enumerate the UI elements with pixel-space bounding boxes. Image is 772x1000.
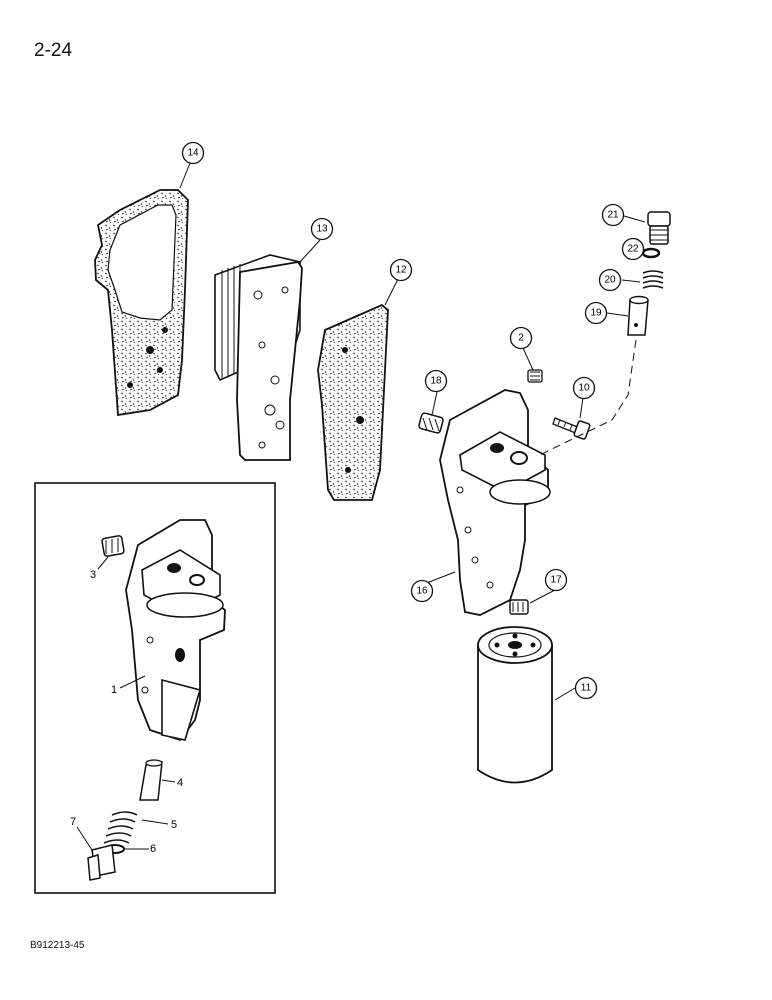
callout-16: 16 <box>410 579 434 603</box>
callout-16-label: 16 <box>416 586 428 597</box>
callout-19: 19 <box>584 301 608 325</box>
callout-2: 2 <box>509 326 533 350</box>
fitting-17 <box>509 599 529 615</box>
inset-label-6: 6 <box>150 843 156 855</box>
figure-code: B912213-45 <box>30 940 85 951</box>
page-number: 2-24 <box>34 40 73 61</box>
oil-cooler-13 <box>214 254 303 461</box>
inset-label-4: 4 <box>177 777 183 789</box>
gasket-12 <box>317 303 389 501</box>
callout-22-label: 22 <box>627 244 639 255</box>
valve-sleeve-4 <box>139 759 163 801</box>
callout-19-label: 19 <box>590 308 602 319</box>
plug-7 <box>87 844 116 881</box>
callout-20-label: 20 <box>604 275 616 286</box>
inset-label-7: 7 <box>70 816 76 828</box>
callout-12-label: 12 <box>395 265 407 276</box>
callout-17-label: 17 <box>550 575 562 586</box>
callout-21-label: 21 <box>607 210 619 221</box>
plunger-19 <box>627 295 649 336</box>
washer-22 <box>641 247 661 259</box>
callout-22: 22 <box>621 237 645 261</box>
callout-2-label: 2 <box>518 333 524 344</box>
bolt-10 <box>552 417 591 440</box>
plug-3 <box>101 535 125 557</box>
assembly-line <box>539 339 637 456</box>
callout-11: 11 <box>574 676 598 700</box>
spring-5 <box>103 811 138 844</box>
callout-20: 20 <box>598 268 622 292</box>
callout-12: 12 <box>389 258 413 282</box>
filter-head-housing-1 <box>125 519 226 742</box>
callout-11-label: 11 <box>581 683 592 694</box>
callout-13: 13 <box>310 217 334 241</box>
inset-label-3: 3 <box>90 569 96 581</box>
inset-label-1: 1 <box>111 684 117 696</box>
cap-21 <box>647 211 671 245</box>
plug-2 <box>527 369 543 383</box>
callout-10-label: 10 <box>578 383 590 394</box>
callout-18-label: 18 <box>430 376 442 387</box>
inset-frame <box>34 482 276 894</box>
callout-14-label: 14 <box>187 148 199 159</box>
inset-label-5: 5 <box>171 819 177 831</box>
leader-lines <box>76 162 646 851</box>
spring-20 <box>642 270 664 289</box>
callout-17: 17 <box>544 568 568 592</box>
callout-18: 18 <box>424 369 448 393</box>
callout-21: 21 <box>601 203 625 227</box>
filter-head-housing-16 <box>439 389 551 616</box>
oil-filter-11 <box>477 626 553 784</box>
callout-13-label: 13 <box>316 224 328 235</box>
gasket-14 <box>94 189 189 417</box>
plug-18 <box>418 412 444 434</box>
callout-10: 10 <box>572 376 596 400</box>
callout-14: 14 <box>181 141 205 165</box>
